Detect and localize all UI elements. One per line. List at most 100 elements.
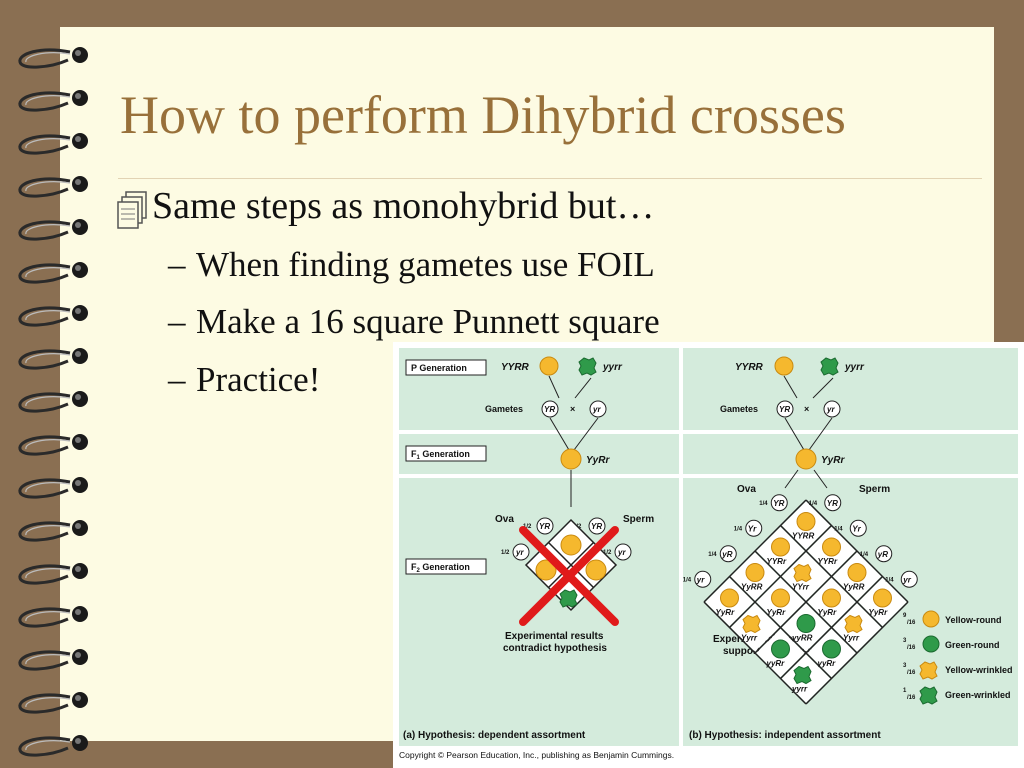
pea-icon (796, 614, 816, 633)
pea-icon (771, 588, 790, 608)
sperm-genotype: Yr (852, 524, 861, 533)
green-wrinkled-pea-icon (578, 357, 597, 376)
ova-gamete: yR 1/4 (708, 545, 737, 563)
punnett-genotype: YYRr (767, 557, 787, 566)
yellow-round-pea-icon (560, 448, 582, 470)
punnett-genotype: YyRR (843, 583, 865, 592)
gamete-circle (614, 543, 632, 561)
ova-genotype: yr (696, 575, 705, 584)
figure-svg: P Generation F1 Generation F2 Generation… (399, 348, 1018, 746)
punnett-cell: yyrr (781, 654, 831, 703)
punnett-genotype: YyRr (767, 608, 787, 617)
pea-icon (822, 639, 841, 659)
sub-bullet-text: Practice! (196, 360, 321, 399)
label-box-f1 (405, 445, 487, 462)
legend-label: Yellow-wrinkled (945, 665, 1013, 675)
left-sperm-label: Sperm (623, 514, 654, 525)
yellow-round-pea-icon (795, 448, 817, 470)
legend-numerator: 1 (903, 688, 907, 694)
punnett-genotype: YYRR (792, 532, 814, 541)
f1-letter: F (411, 449, 417, 459)
sub-bullet-text: Make a 16 square Punnett square (196, 302, 660, 341)
sperm-genotype: yr (902, 575, 911, 584)
left-result-line2: contradict hypothesis (503, 643, 607, 654)
pea-icon (847, 563, 867, 582)
legend-label: Green-round (945, 640, 1000, 650)
f1-subscript: 1 (417, 455, 421, 461)
left-f1-genotype: YyRr (586, 455, 610, 466)
punnett-cell: Yyrr (832, 603, 882, 652)
right-parent-rec-genotype: yyrr (844, 362, 865, 373)
punnett-genotype: YyRr (869, 608, 889, 617)
punnett-genotype: YyRr (818, 608, 838, 617)
spiral-binding (18, 47, 88, 757)
punnett-cell: yyRR (781, 603, 831, 652)
punnett-cell: YYrr (781, 552, 831, 601)
legend-denominator: /16 (907, 695, 916, 701)
panel-right-f1 (683, 434, 1018, 474)
yellow-round-pea-icon (774, 356, 794, 376)
punnett-cell: YyRr (756, 577, 805, 627)
pea-icon (793, 665, 812, 685)
sub-bullet-gametes: –When finding gametes use FOIL (168, 245, 655, 285)
left-caption: (a) Hypothesis: dependent assortment (403, 730, 586, 741)
right-ova-label: Ova (737, 484, 756, 495)
red-x-cross-mark (519, 526, 619, 626)
binding-ring (18, 391, 88, 413)
punnett-cell: YyRR (730, 552, 780, 601)
label-f1-generation: F1 Generation (411, 449, 470, 461)
punnett-genotype: YYrr (792, 583, 810, 592)
fraction-label: 1/2 (603, 550, 612, 556)
punnett-genotype: yyRR (791, 634, 813, 643)
pea-icon (822, 588, 841, 608)
left-result-line1: Experimental results (505, 631, 604, 642)
punnett-genotype: yyRr (817, 659, 837, 668)
left-ova-dom: YR (539, 522, 550, 531)
dihybrid-cross-figure: P Generation F1 Generation F2 Generation… (393, 342, 1024, 768)
gamete-circle (589, 400, 607, 418)
fraction-label: 1/4 (734, 526, 743, 532)
sperm-genotype: yR (877, 550, 888, 559)
binding-ring (18, 305, 88, 327)
binding-ring (18, 133, 88, 155)
pea-icon (796, 512, 816, 531)
left-gametes-label: Gametes (485, 404, 523, 414)
ova-genotype: Yr (748, 524, 757, 533)
pea-icon (844, 614, 863, 634)
fraction-label: 1/4 (759, 501, 768, 507)
right-gametes-label: Gametes (720, 404, 758, 414)
left-sperm-rec: yr (617, 548, 626, 557)
label-f2-generation: F2 Generation (411, 562, 470, 574)
binding-ring (18, 477, 88, 499)
bullet-main-text: Same steps as monohybrid but… (152, 185, 655, 227)
legend-pea-icon (922, 635, 940, 653)
gamete-circle (512, 543, 530, 561)
left-parent-rec-genotype: yyrr (602, 362, 623, 373)
right-parent-dom-genotype: YYRR (735, 362, 764, 373)
punnett-cell: YyRR (832, 552, 882, 601)
left-ova-rec: yr (515, 548, 524, 557)
right-punnett-square: YYRRYYRrYyRRYyRrYYRrYYrrYyRrYyrrYyRRYyRr… (703, 499, 909, 705)
right-gamete-dom: YR (779, 405, 790, 414)
binding-ring (18, 692, 88, 714)
label-box-p (405, 359, 487, 376)
panel-right-p (683, 348, 1018, 430)
ova-genotype: yR (721, 550, 732, 559)
legend-label: Yellow-round (945, 615, 1002, 625)
pea-icon (742, 614, 761, 634)
sperm-gamete: Yr1/4 (834, 519, 867, 537)
dash-glyph: – (168, 245, 186, 284)
gamete-circle (823, 400, 841, 418)
f2-rest: Generation (420, 562, 470, 572)
fraction-label: 1/4 (708, 552, 717, 558)
title-divider (118, 178, 982, 179)
fraction-label: 1/4 (683, 577, 692, 583)
sub-bullet-text: When finding gametes use FOIL (196, 245, 655, 284)
binding-ring (18, 262, 88, 284)
legend-denominator: /16 (907, 645, 916, 651)
right-gamete-rec: yr (826, 405, 835, 414)
left-punnett-square (524, 518, 618, 612)
